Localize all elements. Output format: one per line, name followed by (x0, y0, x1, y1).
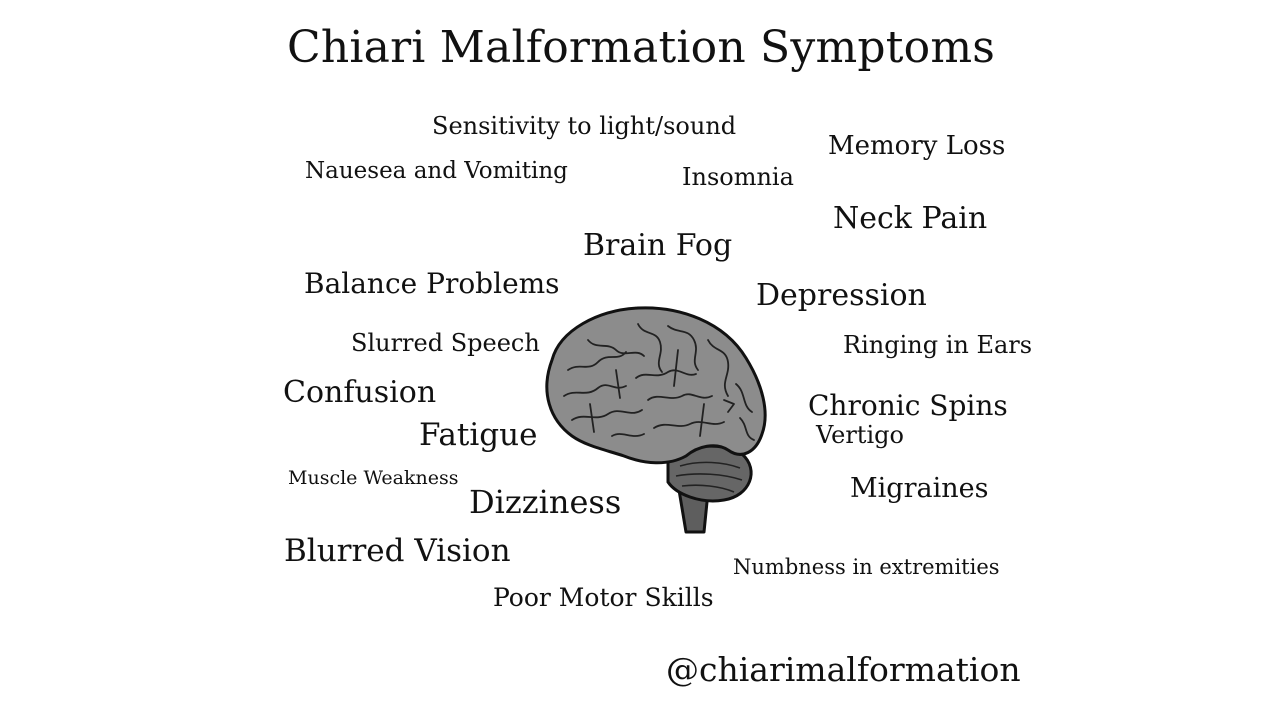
symptom-memory-loss: Memory Loss (828, 131, 1006, 161)
symptom-blurred-vision: Blurred Vision (284, 533, 511, 569)
symptom-depression: Depression (756, 278, 927, 313)
symptom-confusion: Confusion (283, 375, 437, 410)
symptom-dizziness: Dizziness (469, 483, 622, 521)
symptom-sensitivity: Sensitivity to light/sound (432, 112, 737, 140)
symptom-neck-pain: Neck Pain (833, 201, 988, 236)
symptom-poor-motor-skills: Poor Motor Skills (493, 583, 714, 612)
symptom-numbness: Numbness in extremities (733, 555, 1000, 579)
brain-icon (528, 300, 774, 536)
symptom-balance-problems: Balance Problems (304, 267, 560, 300)
symptom-nausea: Nauesea and Vomiting (305, 158, 568, 184)
symptom-vertigo: Vertigo (816, 421, 904, 449)
symptom-chronic-spins: Chronic Spins (808, 389, 1008, 422)
symptom-insomnia: Insomnia (682, 163, 794, 191)
social-handle: @chiarimalformation (666, 650, 1021, 689)
diagram-title: Chiari Malformation Symptoms (286, 22, 996, 73)
symptom-ringing-ears: Ringing in Ears (843, 331, 1033, 359)
symptom-muscle-weakness: Muscle Weakness (288, 467, 459, 489)
symptom-brain-fog: Brain Fog (583, 228, 733, 263)
symptom-fatigue: Fatigue (419, 417, 538, 453)
symptom-slurred-speech: Slurred Speech (351, 329, 540, 357)
symptom-migraines: Migraines (850, 473, 989, 504)
